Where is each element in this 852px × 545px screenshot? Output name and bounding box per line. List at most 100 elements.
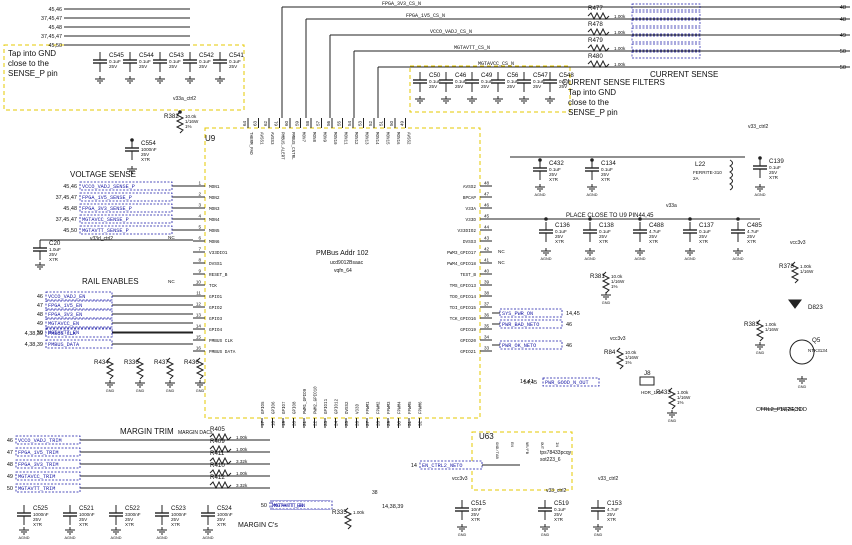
cap-C488-ref: C488	[649, 222, 664, 229]
u9-pin-name: FPWM3	[388, 401, 392, 414]
cap-C134-value: 25V	[601, 172, 610, 177]
cap-C521-value: X7R	[79, 522, 89, 527]
u9-pin-name: MON9	[322, 132, 326, 143]
u9-pin-num: 62	[263, 120, 268, 126]
res-R410-ref: R410	[210, 462, 225, 469]
cap-C46-ref: C46	[455, 72, 467, 79]
cap-C523-value: X7R	[171, 522, 181, 527]
res-R378-ref: R378	[779, 263, 794, 270]
inductor-L22-ref: L22	[695, 161, 706, 168]
cap-C153-value: 25V	[607, 512, 616, 517]
res-R405-body	[209, 432, 232, 442]
voltage-net-3-ref: 37,45,47	[56, 217, 77, 223]
enable-net-2: FPGA_3V3_EN	[48, 312, 82, 318]
u9-pin-num: 54	[347, 120, 352, 126]
cap-C525-ref: C525	[33, 505, 48, 512]
header-J8	[639, 376, 655, 386]
u63-part: tps78433pcqy	[540, 450, 572, 456]
u9-pin-name: TDI_GPIO15	[450, 306, 477, 311]
sense-top-ref: 45,46	[49, 7, 63, 13]
junction	[588, 217, 592, 221]
u9-pin-name: GPIO19	[460, 328, 476, 333]
voltage-net-1-box	[79, 192, 173, 202]
cap-C46-value: 25V	[455, 84, 464, 89]
right-net-2: PWR_OK_NETO	[502, 343, 536, 349]
u9-pin-name: MON14	[374, 132, 378, 145]
cap-C20-value: 25V	[49, 252, 58, 257]
inductor-L22-value: FERRITE-310	[693, 170, 722, 175]
margin-net: MGTAVTT_EN	[272, 503, 303, 509]
voltage-net-3-box	[79, 214, 173, 224]
trim-net-1-box	[15, 447, 81, 457]
cap-C522-value: X7R	[125, 522, 135, 527]
voltage-net-0: VCCO_VADJ_SENSE_P	[82, 184, 135, 190]
cap-C554-value: X7R	[141, 157, 151, 162]
u9-pin-name: FPWM5	[409, 401, 413, 414]
gnd-R381-label: GND	[602, 301, 611, 305]
transistor-Q5-ref: Q5	[812, 337, 821, 344]
trim-net-0: VCCO_VADJ_TRIM	[18, 438, 62, 444]
cap-C523-value: 1000nF	[171, 512, 187, 517]
current-resistor-R477-value: 1.00k	[614, 14, 626, 19]
pmbus-net-0: PMBUS_CLK	[48, 331, 77, 337]
cap-C544-value: 0.1uF	[139, 59, 151, 64]
sense-top-ref: 45,50	[49, 43, 63, 49]
rail-vcc3v3: vcc3v3	[610, 336, 626, 342]
trim-net-0-ref: 46	[7, 438, 13, 444]
cap-C515-value: X7R	[471, 517, 481, 522]
cap-C20-value: 1.0uF	[49, 247, 61, 252]
u9-pin-num: 16	[196, 346, 202, 351]
right-net-1: PWR_BAD_NETO	[502, 322, 539, 328]
res-R382-value: 1/16W	[185, 119, 199, 124]
gnd-C136-label: AGND	[541, 257, 552, 261]
u9-pin-name: PWM3_GPIO17	[447, 251, 476, 256]
right-net-ref: 14,24,39	[780, 407, 801, 413]
u9-pin-name: TCK_GPIO16	[450, 317, 477, 322]
cap-C137-ref: C137	[699, 222, 714, 229]
res-R436-ref: R436	[184, 359, 199, 366]
u9-pin-name: GPIO1	[209, 295, 223, 300]
u9-pin-num: 34	[484, 335, 490, 340]
top-net-ref: 49	[840, 33, 846, 39]
u9-pin-num: 3	[198, 203, 201, 208]
u9-pin-num: 12	[196, 302, 202, 307]
u9-pin-num: 2	[198, 192, 201, 197]
top-net-ref: 48	[840, 17, 846, 23]
cap-C545-value: 25V	[109, 64, 118, 69]
res-R383-ref: R383	[744, 321, 759, 328]
u9-pin-num: 30	[397, 420, 402, 426]
margin-dac-net: MGTAVTT_EN	[274, 503, 305, 509]
u9-pin-name: MON15	[385, 132, 389, 145]
u9-pin-name: MON13	[364, 132, 368, 145]
cap-C50-value: 25V	[429, 84, 438, 89]
current-resistor-R477-ref: R477	[588, 5, 603, 12]
u9-pin-num: 47	[484, 192, 490, 197]
res-R405-ref: R405	[210, 426, 225, 433]
top-net-name: MGTAVTT_CS_N	[454, 45, 490, 51]
cap-C519-value: 0.1uF	[554, 507, 566, 512]
dashed-frames	[3, 44, 573, 491]
enable-net-0-ref: 46	[37, 294, 43, 300]
current-resistor-R478-ref: R478	[588, 21, 603, 28]
u9-pin-num: 50	[389, 120, 394, 126]
transistor-Q5-value: NTK3134	[808, 348, 828, 353]
res-R434-ref: R434	[94, 359, 109, 366]
filter-net-tag	[631, 43, 701, 51]
pmbus-net-1: PMBUS_DATA	[48, 342, 80, 348]
cap-C432-value: 0.1uF	[549, 167, 561, 172]
voltage-net-1-ref: 37,45,47	[56, 195, 77, 201]
u9-pkg: vqfn_64	[334, 268, 352, 274]
trim-net-4: MGTAVTT_TRIM	[18, 486, 55, 492]
voltage-net-2-ref: 45,48	[63, 206, 77, 212]
gnd-Q5-label: GND	[798, 385, 807, 389]
rail-vcc3v3: vcc3v3	[452, 476, 468, 482]
u9-pin-name: PMBUS_CNTRL	[290, 132, 294, 160]
right-net-3-box	[542, 377, 600, 387]
cap-C547-ref: C547	[533, 72, 548, 79]
cap-C49-value: 0.1uF	[481, 79, 493, 84]
enable-net-3-box	[45, 318, 113, 328]
cap-C488-value: X7R	[649, 239, 659, 244]
cap-C515-value: 25V	[471, 512, 480, 517]
trim-net-2-box	[15, 459, 81, 469]
u9-ref: U9	[205, 134, 216, 143]
